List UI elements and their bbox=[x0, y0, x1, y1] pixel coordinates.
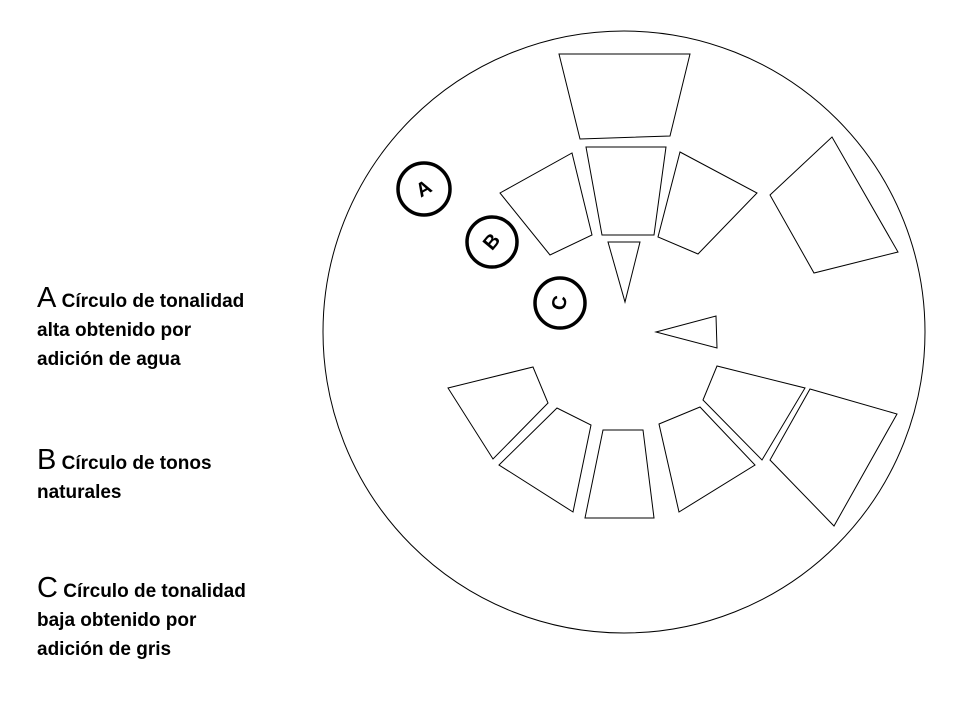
outer-segment-lower-right bbox=[769, 388, 898, 527]
legend-c-line-2: baja obtenido por bbox=[37, 610, 197, 631]
legend-item-c: C Círculo de tonalidad baja obtenido por… bbox=[37, 574, 246, 664]
inner-wedge-right bbox=[654, 315, 718, 349]
badge-b-ring bbox=[465, 215, 519, 269]
legend-a-line-3: adición de agua bbox=[37, 349, 181, 370]
badge-c-ring bbox=[533, 276, 587, 330]
legend-b-line-2: naturales bbox=[37, 482, 122, 503]
legend-c-line-1: C Círculo de tonalidad bbox=[37, 574, 246, 606]
legend-a-letter: A bbox=[37, 282, 57, 314]
badge-a-ring bbox=[396, 161, 452, 217]
legend-a-line-2: alta obtenido por bbox=[37, 320, 192, 341]
middle-segment-lower-4 bbox=[702, 365, 806, 461]
badge-a: A bbox=[396, 161, 452, 217]
middle-segment-lower-1 bbox=[498, 407, 592, 513]
badge-c: C bbox=[533, 276, 587, 330]
legend-item-b: B Círculo de tonos naturales bbox=[37, 446, 212, 507]
legend-b-text-1: Círculo de tonos bbox=[61, 453, 212, 474]
middle-segment-lower-left bbox=[447, 366, 549, 460]
middle-segment-lower-3 bbox=[658, 406, 756, 513]
badge-b: B bbox=[465, 215, 519, 269]
legend-c-text-1: Círculo de tonalidad bbox=[63, 581, 246, 602]
outer-segment-upper-right bbox=[769, 136, 899, 274]
legend-c-line-3: adición de gris bbox=[37, 639, 172, 660]
middle-segment-upper-1 bbox=[499, 152, 593, 256]
outer-segment-top bbox=[558, 53, 691, 140]
middle-segment-upper-2 bbox=[585, 146, 667, 236]
middle-segment-upper-3 bbox=[657, 151, 758, 255]
middle-segment-lower-2 bbox=[584, 429, 655, 519]
legend-b-letter: B bbox=[37, 444, 57, 476]
inner-wedge-top bbox=[607, 241, 641, 304]
legend-a-line-1: A Círculo de tonalidad bbox=[37, 284, 244, 316]
legend-a-text-1: Círculo de tonalidad bbox=[61, 291, 245, 312]
legend-item-a: A Círculo de tonalidad alta obtenido por… bbox=[37, 284, 244, 374]
legend-c-letter: C bbox=[37, 572, 58, 604]
outer-circle bbox=[322, 30, 926, 634]
badge-c-label: C bbox=[548, 294, 572, 312]
legend-b-line-1: B Círculo de tonos bbox=[37, 446, 212, 478]
